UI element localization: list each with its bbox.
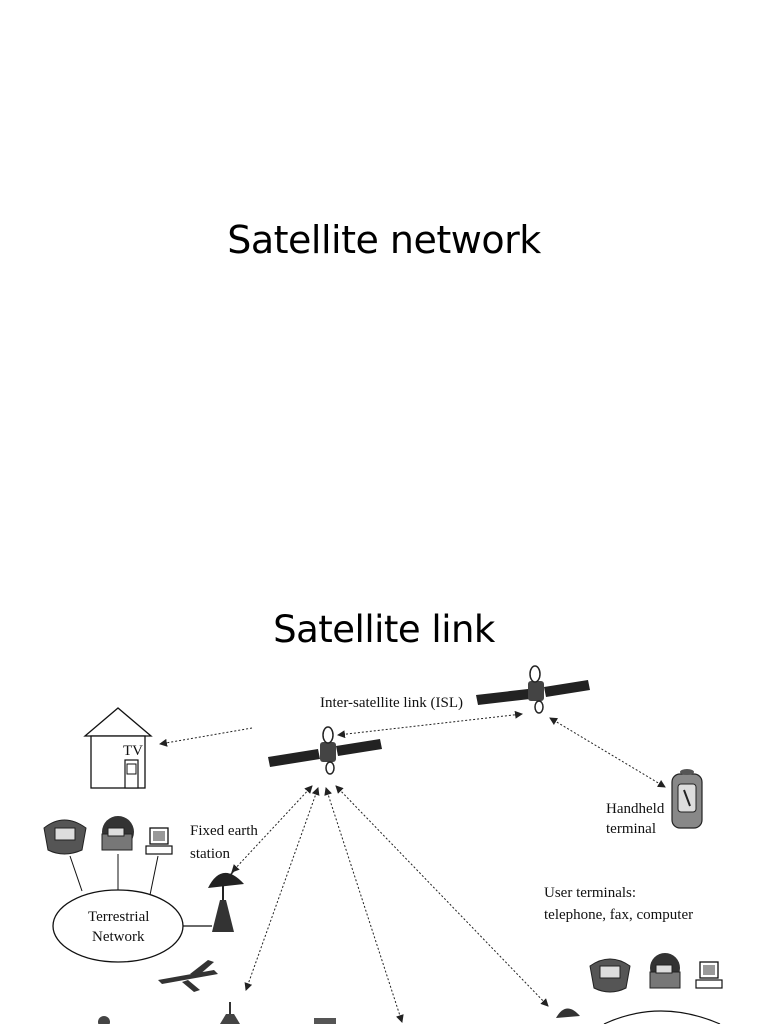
handheld-label-line-1: Handheld — [606, 801, 665, 817]
isl-label: Inter-satellite link (ISL) — [320, 695, 463, 711]
satellite-link-diagram: Inter-satellite link (ISL) TV Handheld t… — [43, 665, 723, 1024]
vehicle-icon — [314, 1018, 336, 1024]
terrestrial-label-line-1: Terrestrial — [88, 909, 149, 925]
fixed-earth-label-line-1: Fixed earth — [190, 823, 258, 839]
user-fax-icon — [649, 953, 681, 989]
user-terminal-link-arrow — [335, 785, 549, 1007]
user-terminals-label-line-2: telephone, fax, computer — [544, 907, 693, 923]
handheld-terminal-icon — [671, 769, 703, 829]
tv-label: TV — [123, 743, 143, 759]
user-computer-icon — [695, 961, 723, 989]
handheld-label-line-2: terminal — [606, 821, 656, 837]
fixed-earth-label-line-2: station — [190, 846, 230, 862]
house-icon — [83, 707, 153, 789]
user-telephone-icon — [589, 958, 631, 993]
tree-icon — [98, 1016, 110, 1024]
handheld-link-arrow — [549, 717, 666, 788]
user-terminals-label-line-1: User terminals: — [544, 885, 636, 901]
tv-downlink-arrow — [159, 727, 253, 747]
isl-link-arrow — [337, 710, 523, 739]
user-network-ellipse — [603, 1010, 721, 1024]
satellite-right-icon — [476, 665, 590, 714]
vehicle-link-arrow — [324, 787, 404, 1023]
satellite-left-icon — [268, 726, 382, 775]
tower-icon — [220, 1002, 240, 1024]
satellite-dish-icon — [208, 867, 244, 932]
fax-icon — [101, 816, 134, 851]
computer-icon — [145, 827, 173, 855]
telephone-icon — [43, 819, 87, 855]
slide-1-title: Satellite network — [227, 218, 541, 262]
terrestrial-label-line-2: Network — [92, 929, 145, 945]
slide-2-title: Satellite link — [273, 608, 495, 651]
slide-2: Satellite link Inter-satellite link (ISL… — [0, 512, 768, 1024]
terrestrial-network-ellipse — [52, 889, 184, 963]
aircraft-icon — [158, 960, 218, 992]
slide-1: Satellite network — [227, 218, 542, 262]
small-dish-icon — [556, 1008, 580, 1018]
